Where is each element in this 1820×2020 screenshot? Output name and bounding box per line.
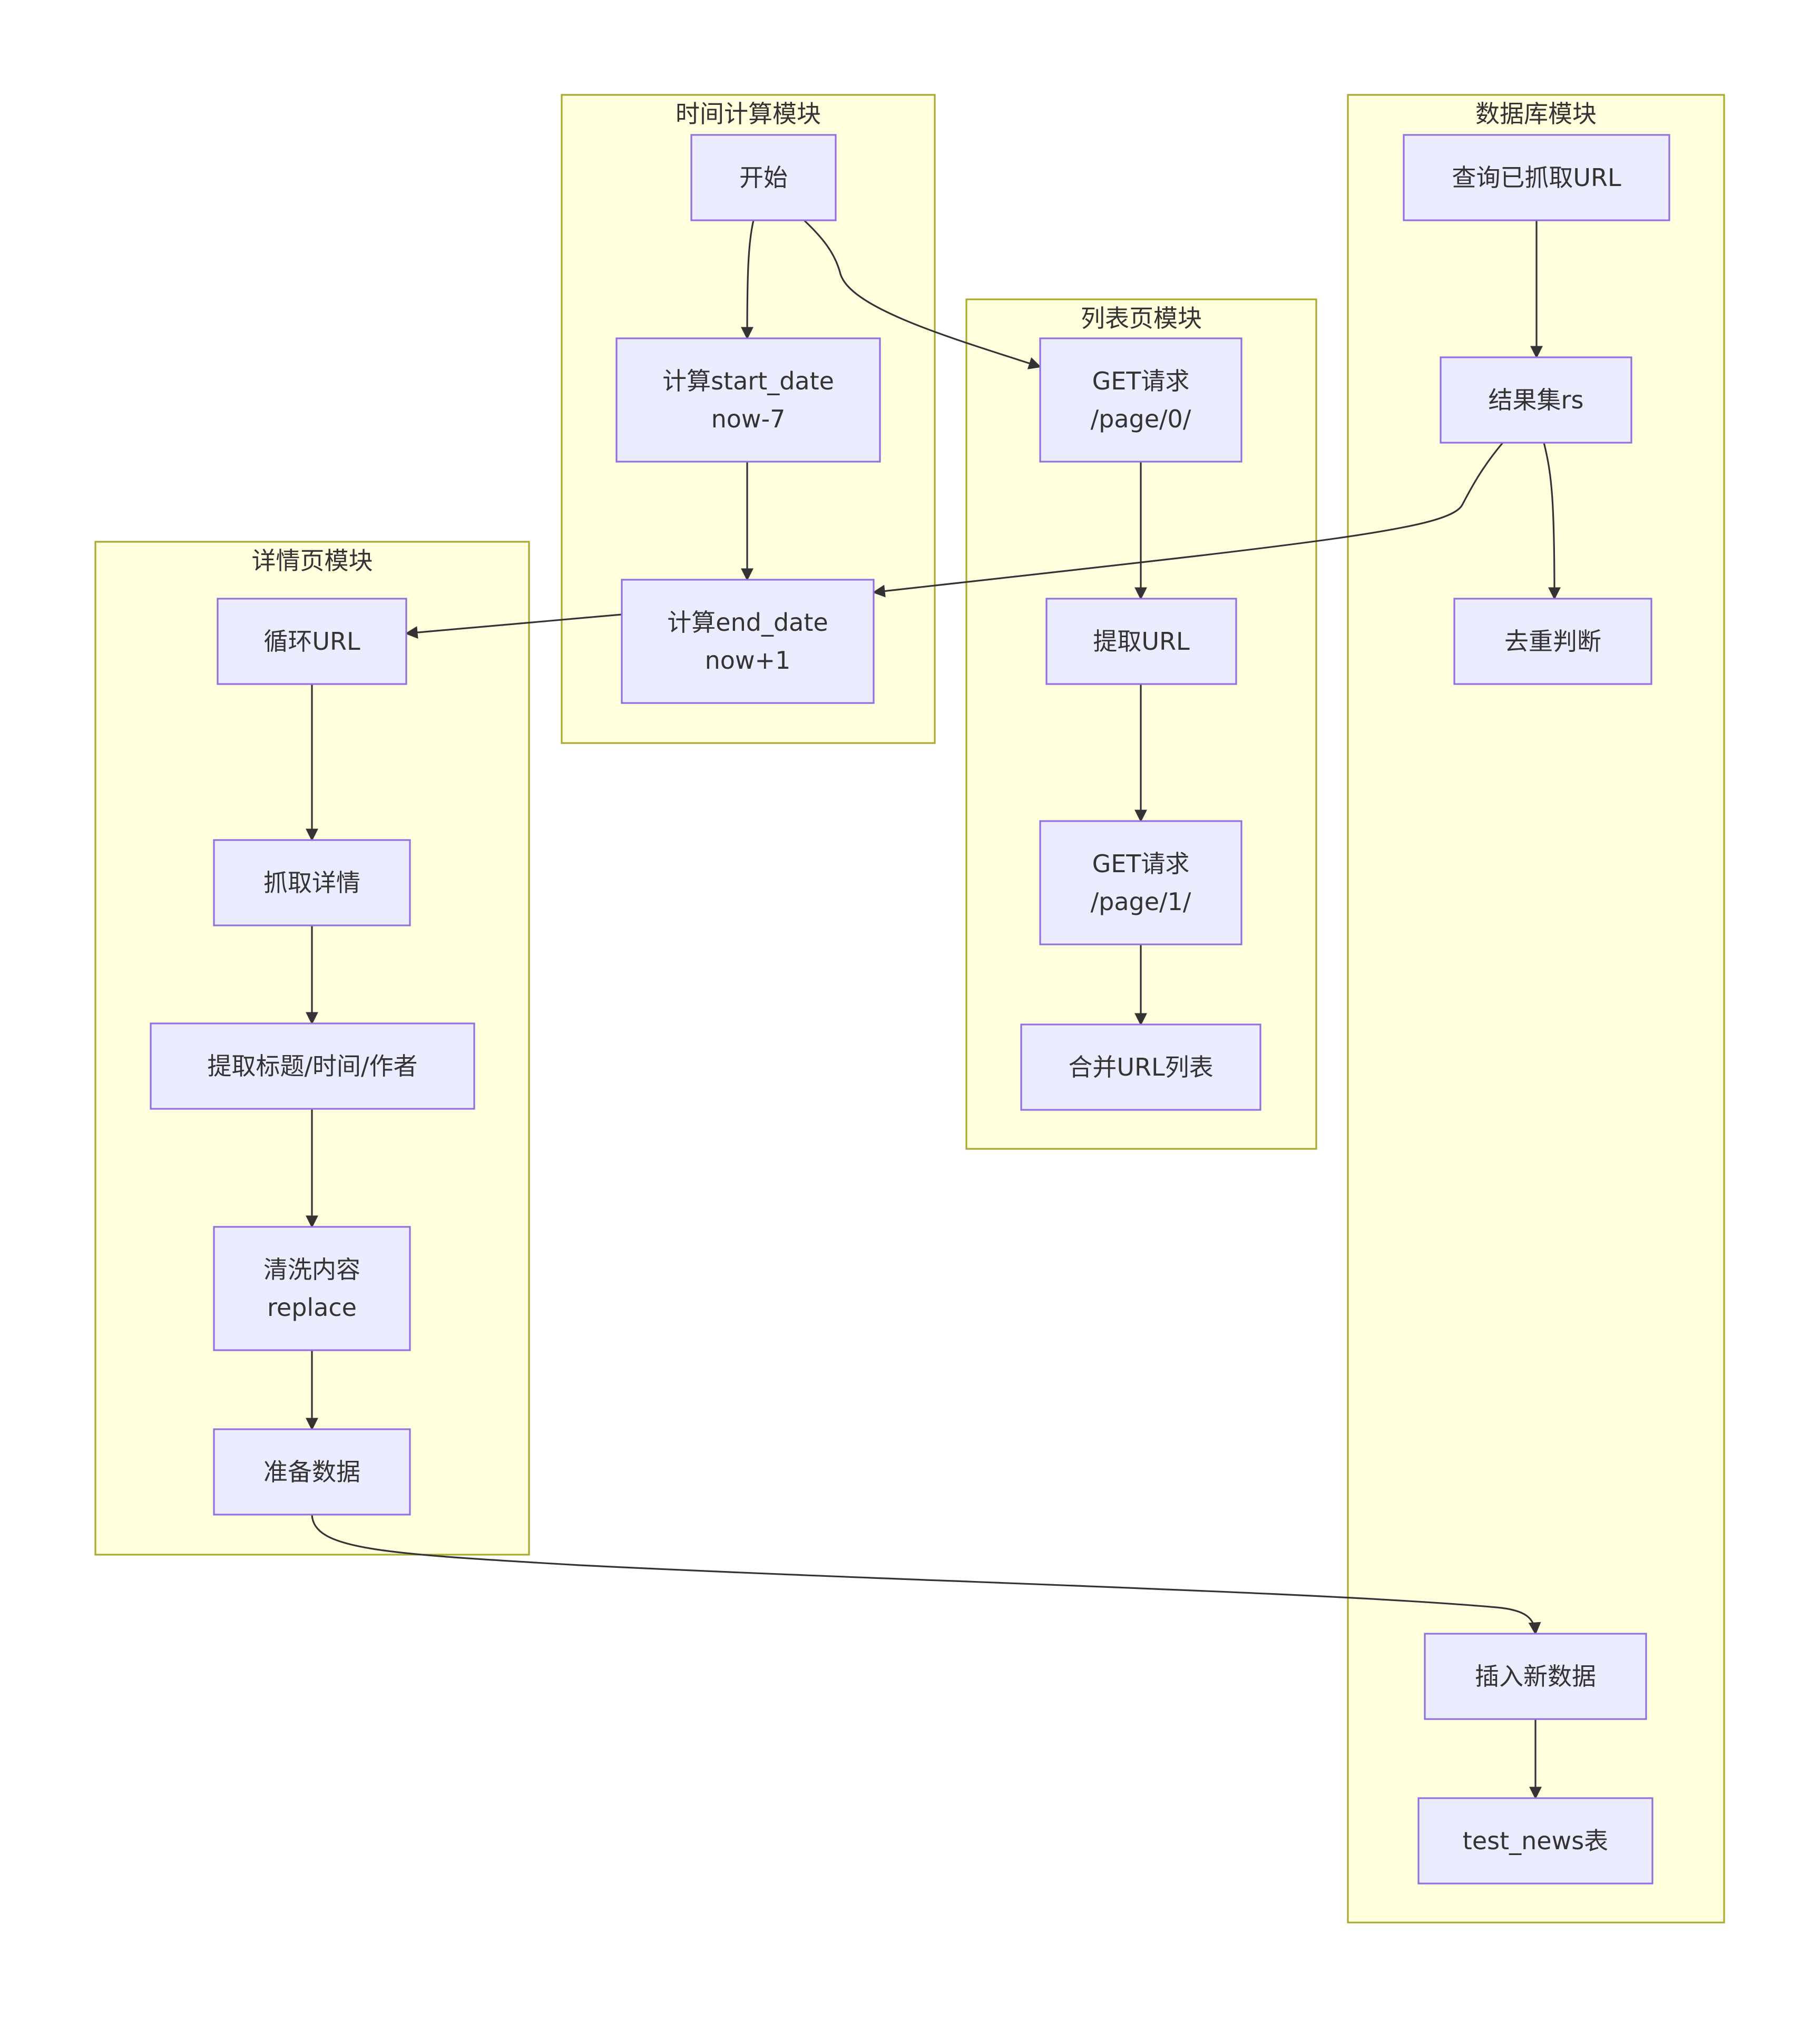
- node-box: [615, 337, 881, 463]
- node-table: test_news表: [1417, 1797, 1653, 1885]
- edge-start-to-start_date: [741, 220, 755, 340]
- node-label: 合并URL列表: [1068, 1053, 1213, 1081]
- cluster-label: 列表页模块: [1081, 304, 1202, 333]
- node-label: 查询已抓取URL: [1452, 163, 1621, 192]
- node-label: GET请求: [1092, 367, 1190, 395]
- node-box: [1440, 356, 1632, 444]
- node-loop: 循环URL: [217, 598, 407, 685]
- node-box: [213, 1226, 411, 1351]
- edge-prepare-to-insert: [311, 1514, 1541, 1635]
- node-label: 循环URL: [263, 627, 360, 656]
- edge-rs-to-loop: [872, 442, 1504, 598]
- node-clean: 清洗内容 replace: [213, 1226, 411, 1351]
- node-dedup: 去重判断: [1453, 598, 1652, 685]
- edge-start-to-get0: [803, 219, 1042, 369]
- node-box: [213, 839, 411, 926]
- node-query: 查询已抓取URL: [1403, 134, 1670, 221]
- node-box: [1020, 1023, 1261, 1111]
- node-start: 开始: [690, 134, 837, 221]
- node-box: [1039, 337, 1242, 463]
- node-label: test_news表: [1463, 1827, 1608, 1855]
- node-label: replace: [267, 1293, 357, 1322]
- node-label: 插入新数据: [1475, 1662, 1596, 1691]
- cluster-label: 时间计算模块: [676, 100, 821, 128]
- node-end_date: 计算end_date now+1: [621, 579, 875, 704]
- node-label: 结果集rs: [1489, 386, 1584, 414]
- node-label: 开始: [739, 163, 788, 192]
- edge-end_date-to-loop: [405, 613, 622, 639]
- node-box: [1453, 598, 1652, 685]
- node-label: 计算end_date: [667, 608, 828, 637]
- node-prepare: 准备数据: [213, 1428, 411, 1516]
- node-box: [1424, 1633, 1647, 1720]
- node-box: [213, 1428, 411, 1516]
- node-insert: 插入新数据: [1424, 1633, 1647, 1720]
- node-label: 清洗内容: [263, 1255, 360, 1284]
- node-label: 去重判断: [1504, 627, 1601, 656]
- node-extract_meta: 提取标题/时间/作者: [150, 1022, 475, 1110]
- node-label: 提取URL: [1093, 627, 1190, 656]
- node-label: 准备数据: [263, 1458, 360, 1486]
- node-box: [621, 579, 875, 704]
- edge-rs-to-dedup: [1543, 442, 1561, 600]
- node-get0: GET请求/page/0/: [1039, 337, 1242, 463]
- node-box: [1039, 820, 1242, 945]
- node-rs: 结果集rs: [1440, 356, 1632, 444]
- edge-layer: [306, 219, 1561, 1800]
- node-layer: 开始计算start_datenow-7计算end_datenow+1GET请求/…: [150, 134, 1670, 1885]
- node-fetch: 抓取详情: [213, 839, 411, 926]
- node-label: now-7: [711, 405, 786, 433]
- cluster-label: 数据库模块: [1475, 100, 1597, 128]
- node-label: /page/1/: [1091, 887, 1191, 916]
- node-box: [1403, 134, 1670, 221]
- node-start_date: 计算start_date now-7: [615, 337, 881, 463]
- node-box: [217, 598, 407, 685]
- node-box: [1417, 1797, 1653, 1885]
- node-label: /page/0/: [1091, 405, 1191, 433]
- cluster-label: 详情页模块: [252, 547, 373, 575]
- node-label: 抓取详情: [263, 868, 360, 897]
- node-box: [690, 134, 837, 221]
- node-get1: GET请求/page/1/: [1039, 820, 1242, 945]
- node-extract_url: 提取URL: [1045, 598, 1237, 685]
- node-label: 计算start_date: [662, 367, 834, 395]
- node-merge: 合并URL列表: [1020, 1023, 1261, 1111]
- node-box: [150, 1022, 475, 1110]
- node-label: 提取标题/时间/作者: [208, 1052, 418, 1080]
- node-box: [1045, 598, 1237, 685]
- node-label: now+1: [705, 646, 791, 675]
- node-label: GET请求: [1092, 850, 1190, 878]
